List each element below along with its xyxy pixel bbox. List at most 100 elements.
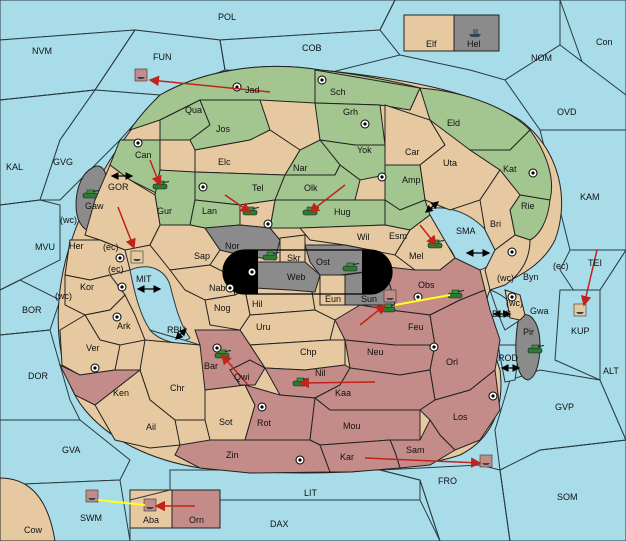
label-dax: DAX [270, 519, 289, 529]
tank-icon [342, 262, 360, 272]
label-sma: SMA [456, 226, 476, 236]
label-tei: TEI [588, 258, 602, 268]
ship-icon [85, 489, 99, 503]
label-nor: Nor [225, 241, 240, 251]
label-som: SOM [557, 492, 578, 502]
region-sch[interactable] [314, 69, 421, 111]
label-nom: NOM [531, 53, 552, 63]
label-ken: Ken [113, 388, 129, 398]
label-hil: Hil [252, 299, 263, 309]
region-ail[interactable] [94, 369, 181, 449]
label-bar: Bar [204, 361, 218, 371]
label-her-wc: (wc) [60, 215, 77, 225]
label-bor: BOR [22, 305, 42, 315]
label-gwa-wc: (wc) [506, 298, 523, 308]
label-her-ec: (ec) [103, 242, 119, 252]
supply-center-icon [429, 342, 439, 352]
ship-icon [143, 498, 157, 512]
supply-center-icon [257, 402, 267, 412]
label-her: Her [69, 241, 84, 251]
label-ovd: OVD [557, 107, 577, 117]
label-kor-wc: (wc) [55, 291, 72, 301]
region-bri[interactable] [479, 169, 521, 251]
tank-icon [82, 189, 100, 199]
label-dor: DOR [28, 371, 49, 381]
region-gur[interactable] [154, 169, 196, 226]
region-kar[interactable] [319, 439, 401, 473]
region-ver[interactable] [59, 314, 121, 376]
region-buc[interactable] [489, 289, 521, 331]
region-qwi[interactable] [229, 359, 266, 386]
region-uru[interactable] [239, 309, 336, 346]
label-tel: Tel [252, 183, 264, 193]
supply-center-icon [507, 247, 517, 257]
label-ark: Ark [117, 321, 131, 331]
label-pol: POL [218, 12, 236, 22]
region-ovd[interactable] [504, 44, 626, 131]
ship-icon [573, 303, 587, 317]
supply-center-icon [507, 292, 517, 302]
label-kar: Kar [340, 452, 354, 462]
label-rie: Rie [521, 201, 535, 211]
label-amp: Amp [402, 175, 421, 185]
label-chp: Chp [300, 347, 317, 357]
label-gor: GOR [108, 182, 129, 192]
label-orl: Orl [446, 357, 458, 367]
label-byn-wc: (wc) [497, 273, 514, 283]
supply-center-icon [133, 138, 143, 148]
supply-center-icon [225, 283, 235, 293]
label-rot: Rot [257, 418, 272, 428]
label-sot: Sot [219, 417, 233, 427]
label-mvu: MVU [35, 242, 55, 252]
label-kat: Kat [503, 164, 517, 174]
region-los[interactable] [419, 369, 501, 451]
label-los: Los [453, 412, 468, 422]
label-gaw: Gaw [85, 201, 104, 211]
label-jad: Jad [245, 85, 260, 95]
region-orn[interactable] [171, 489, 221, 529]
ship-icon [134, 68, 148, 82]
region-byn[interactable] [484, 234, 531, 291]
label-gur: Gur [157, 206, 172, 216]
label-uta: Uta [443, 158, 457, 168]
region-sap[interactable] [149, 224, 221, 271]
central-cap-east [362, 250, 392, 294]
supply-centers [90, 75, 538, 465]
supply-center-icon [115, 253, 125, 263]
label-bri: Bri [490, 219, 501, 229]
label-alt: ALT [603, 366, 619, 376]
ship-icon [479, 454, 493, 468]
supply-center-icon [528, 168, 538, 178]
label-rbu: RBU [167, 325, 186, 335]
supply-center-icon [232, 82, 242, 92]
label-esm: Esm [389, 231, 407, 241]
label-swm: SWM [80, 513, 102, 523]
region-pir[interactable] [515, 314, 541, 381]
supply-center-icon [413, 292, 423, 302]
ship-icon [130, 250, 144, 264]
label-orn: Orn [189, 515, 204, 525]
label-olk: Olk [304, 183, 318, 193]
region-ken[interactable] [58, 363, 142, 406]
region-chp[interactable] [249, 339, 346, 371]
region-wil[interactable] [298, 224, 411, 256]
region-hug[interactable] [269, 199, 386, 229]
ship-icon [383, 289, 397, 303]
label-kup: KUP [571, 326, 590, 336]
label-kaa: Kaa [335, 388, 351, 398]
label-lit: LIT [304, 488, 318, 498]
label-lan: Lan [202, 206, 217, 216]
region-her-north [84, 164, 161, 251]
label-cow: Cow [24, 525, 43, 535]
label-zin: Zin [226, 450, 239, 460]
label-ost: Ost [316, 257, 331, 267]
label-sap: Sap [194, 251, 210, 261]
label-buc: BUC [492, 309, 512, 319]
label-gva: GVA [62, 445, 80, 455]
label-nog: Nog [214, 303, 231, 313]
label-kal: KAL [6, 162, 23, 172]
label-kor: Kor [80, 282, 94, 292]
label-mou: Mou [343, 421, 361, 431]
label-pir: Pir [523, 327, 534, 337]
